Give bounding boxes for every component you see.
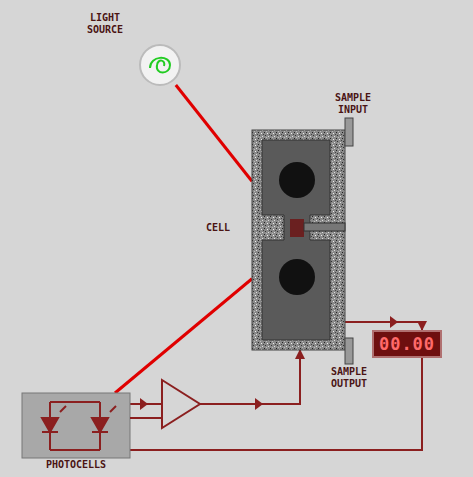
- light-source: LIGHT SOURCE: [140, 45, 180, 85]
- signal-wire: [130, 358, 422, 450]
- part-label: LIGHT SOURCE: [74, 12, 136, 36]
- port-label: SAMPLE OUTPUT: [318, 366, 380, 390]
- part-label: CELL: [196, 222, 240, 234]
- digital-display: 00.00: [372, 330, 442, 358]
- flow-cell: CELL: [252, 130, 345, 350]
- display-reading: 00.00: [379, 334, 435, 354]
- signal-wire: [130, 350, 300, 404]
- photocell-box: PHOTOCELLS: [22, 393, 130, 458]
- part-label: PHOTOCELLS: [22, 459, 130, 471]
- port-label: SAMPLE INPUT: [322, 92, 384, 116]
- light-ray: [176, 85, 252, 181]
- signal-wire: [345, 322, 422, 330]
- light-ray: [115, 279, 252, 393]
